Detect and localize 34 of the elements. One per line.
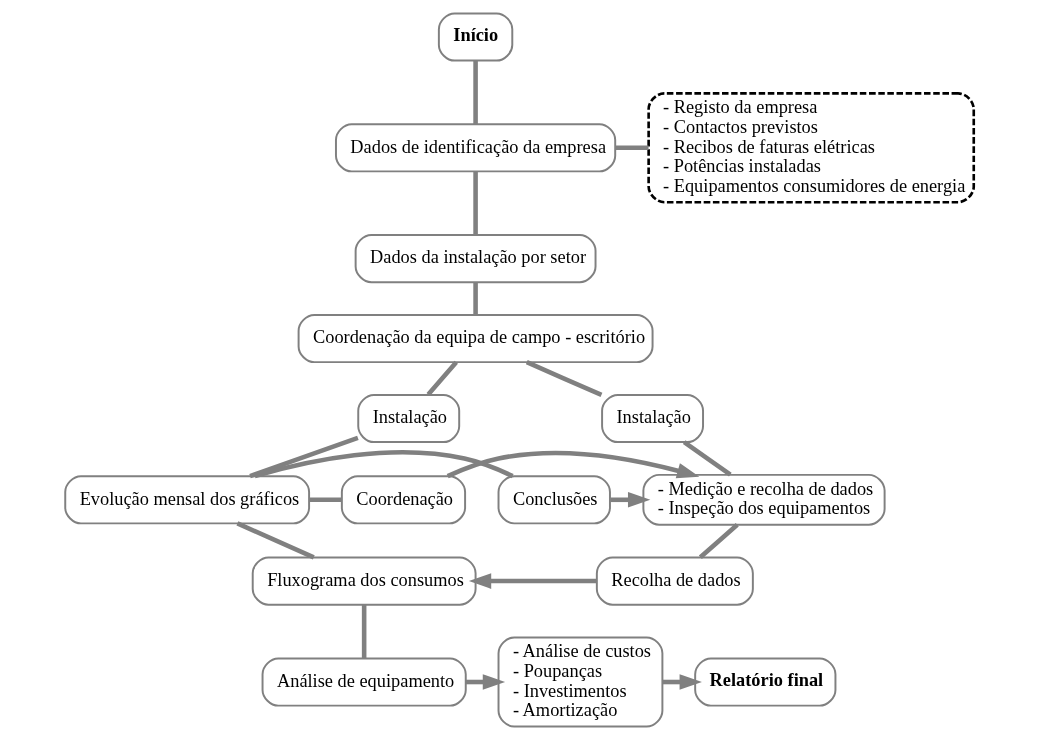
connector xyxy=(361,604,367,659)
node-box: Coordenação da equipa de campo - escritório xyxy=(297,313,654,364)
node-box: Instalação xyxy=(357,393,461,444)
node-box: - Análise de custos - Poupanças - Investimentos - Amortização xyxy=(497,636,664,728)
connector xyxy=(525,360,603,397)
connector xyxy=(309,497,342,503)
connector xyxy=(473,171,478,235)
node-box: Recolha de dados xyxy=(595,556,754,606)
connector xyxy=(249,435,359,479)
arrow xyxy=(610,491,651,508)
node-box: Fluxograma dos consumos xyxy=(251,556,477,606)
node-box: Análise de equipamento xyxy=(261,657,467,707)
connector xyxy=(473,60,478,125)
node-box: Início xyxy=(437,12,514,62)
node-box: Instalação xyxy=(601,393,705,444)
connector xyxy=(698,522,739,559)
node-box: - Medição e recolha de dados - Inspeção dos equipamentos xyxy=(642,473,886,526)
connector xyxy=(254,450,514,479)
node-box: Conclusões xyxy=(497,475,611,525)
connector xyxy=(236,521,315,560)
arrow xyxy=(446,450,700,479)
connector xyxy=(615,145,649,151)
arrow xyxy=(468,573,597,589)
arrow xyxy=(465,674,506,690)
node-box: Dados de identificação da empresa xyxy=(334,123,617,173)
arrow xyxy=(662,674,702,690)
node-box: Coordenação xyxy=(340,475,467,525)
connector xyxy=(682,440,732,477)
node-box: Relatório final xyxy=(694,657,837,707)
connector xyxy=(426,360,458,397)
node-box: Evolução mensal dos gráficos xyxy=(64,475,311,525)
connector xyxy=(473,282,478,315)
node-box: Dados da instalação por setor xyxy=(354,234,597,284)
node-box: - Registo da empresa - Contactos previstos - Recibos de faturas elétricas - Potências instaladas - Equipamentos consumidores de energia xyxy=(647,92,976,204)
